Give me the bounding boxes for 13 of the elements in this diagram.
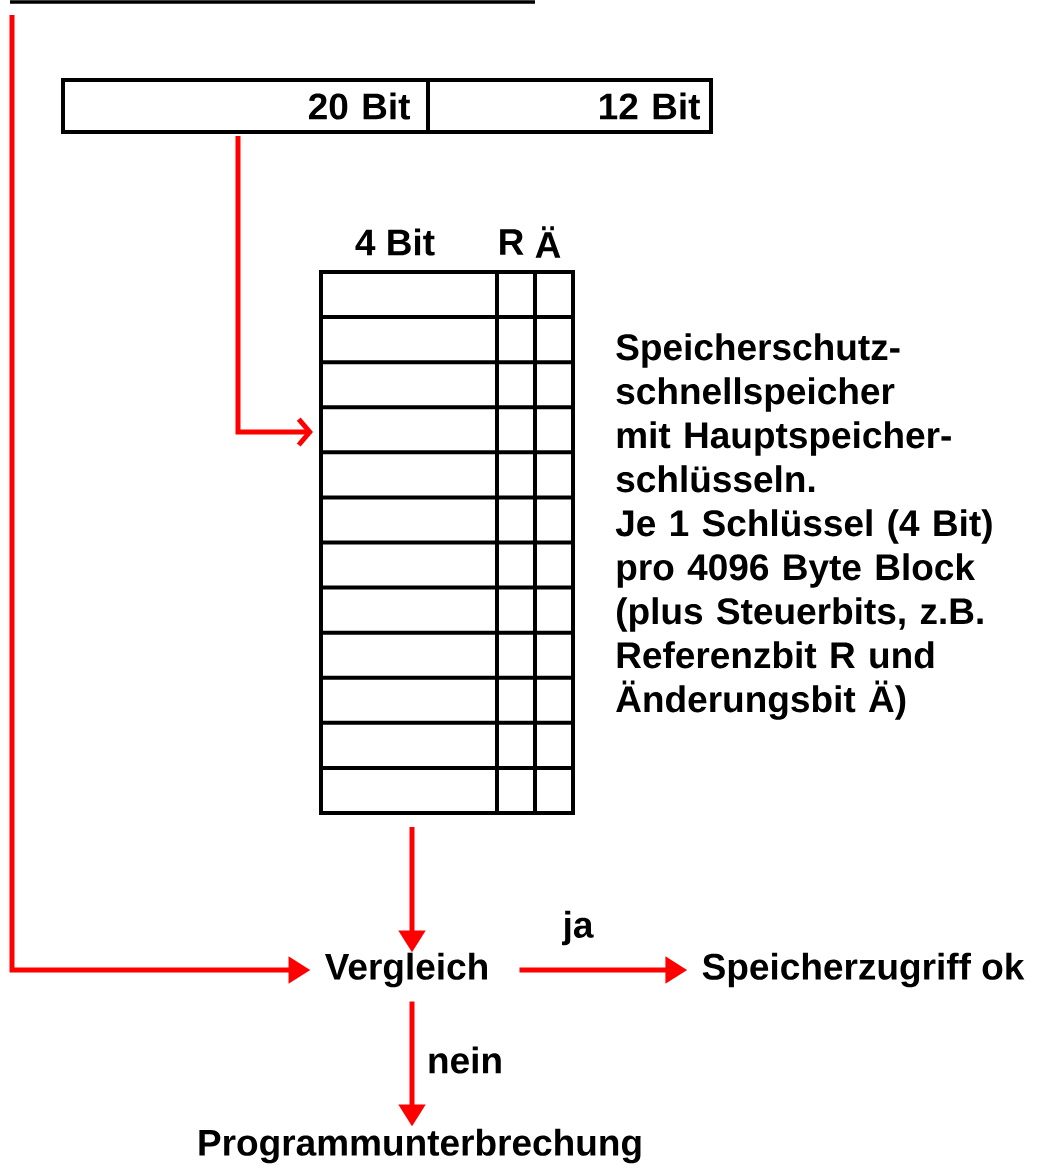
arrow [235, 136, 313, 447]
flow-text: Speicherzugriff ok [702, 952, 1025, 988]
flow-text: Vergleich [325, 952, 487, 988]
description-text: Speicherschutz- schnellspeicher mit Hauptspeicher- schlüsseln. Je 1 Schlüssel (4 Bit) pro 4096 Byte Block (plus Steuerbits, z.B. Referenzbit R und Änderungsbit Ä) [615, 333, 992, 720]
column-header: Ä [535, 226, 561, 258]
column-header: 4 Bit [355, 228, 435, 256]
flow-text: Programmunterbrechung [199, 1128, 641, 1164]
key-table [319, 270, 575, 815]
register-field: 12 Bit [426, 78, 713, 134]
register-field: 20 Bit [61, 78, 430, 134]
edge-label: ja [560, 908, 596, 948]
column-header: R [500, 229, 524, 255]
edge-label: nein [424, 1044, 506, 1076]
